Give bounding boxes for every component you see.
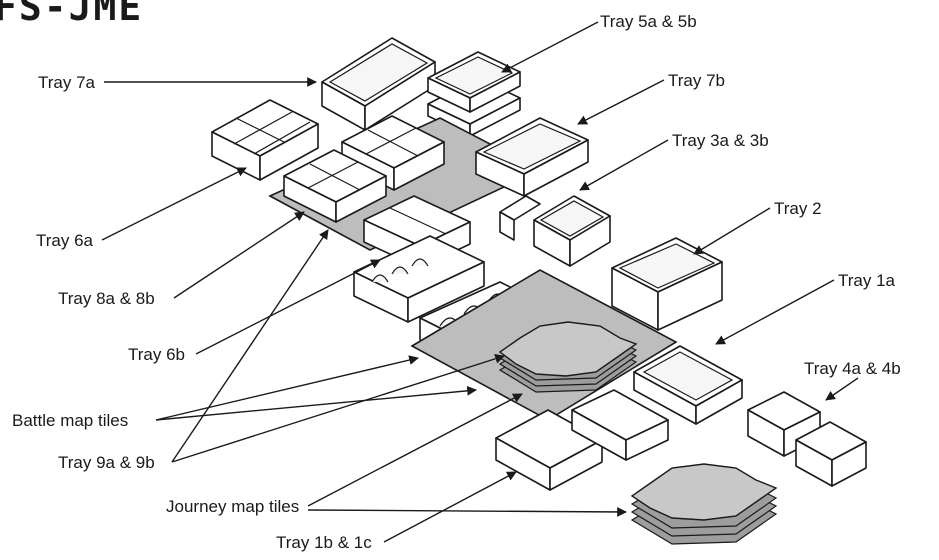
label-journey-map-tiles: Journey map tiles <box>166 497 299 516</box>
brand-logo: FS-JME <box>0 0 144 29</box>
label-tray-8ab: Tray 8a & 8b <box>58 289 155 308</box>
label-tray-3ab: Tray 3a & 3b <box>672 131 769 150</box>
label-tray-6b: Tray 6b <box>128 345 185 364</box>
tray-6a <box>211 99 319 181</box>
tray-7a <box>321 37 436 131</box>
label-battle-map-tiles: Battle map tiles <box>12 411 128 430</box>
tray-1bc <box>495 389 669 491</box>
label-tray-4ab: Tray 4a & 4b <box>804 359 901 378</box>
label-tray-7b: Tray 7b <box>668 71 725 90</box>
battle-map-tiles-stack <box>498 321 638 393</box>
tray-7b <box>475 117 589 197</box>
label-tray-9ab: Tray 9a & 9b <box>58 453 155 472</box>
tray-2 <box>611 237 723 331</box>
label-tray-6a: Tray 6a <box>36 231 94 250</box>
label-tray-7a: Tray 7a <box>38 73 96 92</box>
tray-4ab <box>747 391 867 487</box>
label-tray-1a: Tray 1a <box>838 271 896 290</box>
leader-lines <box>101 21 859 543</box>
tray-8ab <box>283 115 445 223</box>
label-tray-1bc: Tray 1b & 1c <box>276 533 372 552</box>
tray-3ab <box>499 195 611 267</box>
label-tray-2: Tray 2 <box>774 199 822 218</box>
label-tray-5ab: Tray 5a & 5b <box>600 12 697 31</box>
journey-map-tiles-stack <box>630 463 778 545</box>
tray-1a <box>633 345 743 425</box>
